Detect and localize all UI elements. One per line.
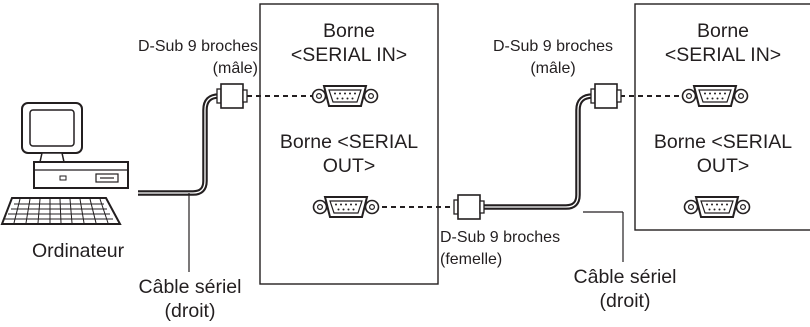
- proj1-serial-in-line2: <SERIAL IN>: [290, 44, 408, 67]
- proj1-serial-out-line2: OUT>: [322, 155, 376, 178]
- cable-right-label: Câble sériel (droit): [545, 266, 705, 313]
- proj1-serial-out-label: Borne <SERIAL OUT>: [262, 131, 436, 178]
- dsub-male-mid-line1: D-Sub 9 broches: [492, 38, 614, 55]
- plug-left-icon: [216, 83, 248, 109]
- cable-right-line1: Câble sériel: [573, 266, 677, 288]
- proj2-serial-in-line1: Borne: [696, 20, 750, 42]
- proj2-serial-in-line2: <SERIAL IN>: [664, 44, 782, 67]
- plug-female-icon: [453, 194, 485, 220]
- dsub-male-left-line1: D-Sub 9 broches: [137, 38, 258, 55]
- projector-2-panel: [634, 3, 810, 231]
- cable-left-label: Câble sériel (droit): [110, 276, 270, 323]
- projector-1-panel: [259, 3, 439, 285]
- cable-right-line2: (droit): [599, 290, 651, 313]
- computer-label: Ordinateur: [32, 240, 125, 262]
- dsub-female-label: D-Sub 9 broches (femelle): [440, 229, 560, 270]
- dsub-male-mid-line2: (mâle): [530, 60, 576, 78]
- serial-cable-left: [138, 93, 315, 196]
- cable-left-line2: (droit): [164, 300, 216, 323]
- dsub-female-line2: (femelle): [440, 251, 503, 269]
- dsub-male-left-line2: (mâle): [212, 60, 258, 78]
- proj1-serial-in-label: Borne <SERIAL IN>: [262, 20, 436, 67]
- proj2-serial-out-label: Borne <SERIAL OUT>: [637, 131, 809, 178]
- proj2-serial-out-line1: Borne <SERIAL: [653, 131, 793, 153]
- proj2-serial-out-line2: OUT>: [696, 155, 750, 178]
- dsub-female-line1: D-Sub 9 broches: [440, 229, 561, 246]
- proj2-serial-in-label: Borne <SERIAL IN>: [637, 20, 809, 67]
- dsub-male-left-label: D-Sub 9 broches (mâle): [70, 38, 258, 79]
- proj1-serial-in-line1: Borne: [322, 20, 376, 42]
- serial-cable-right: [382, 93, 683, 210]
- computer-icon: [0, 102, 129, 225]
- proj1-serial-out-line1: Borne <SERIAL: [279, 131, 419, 153]
- plug-right-icon: [590, 83, 622, 109]
- dsub-male-mid-label: D-Sub 9 broches (mâle): [468, 38, 638, 79]
- cable-left-line1: Câble sériel: [138, 276, 242, 298]
